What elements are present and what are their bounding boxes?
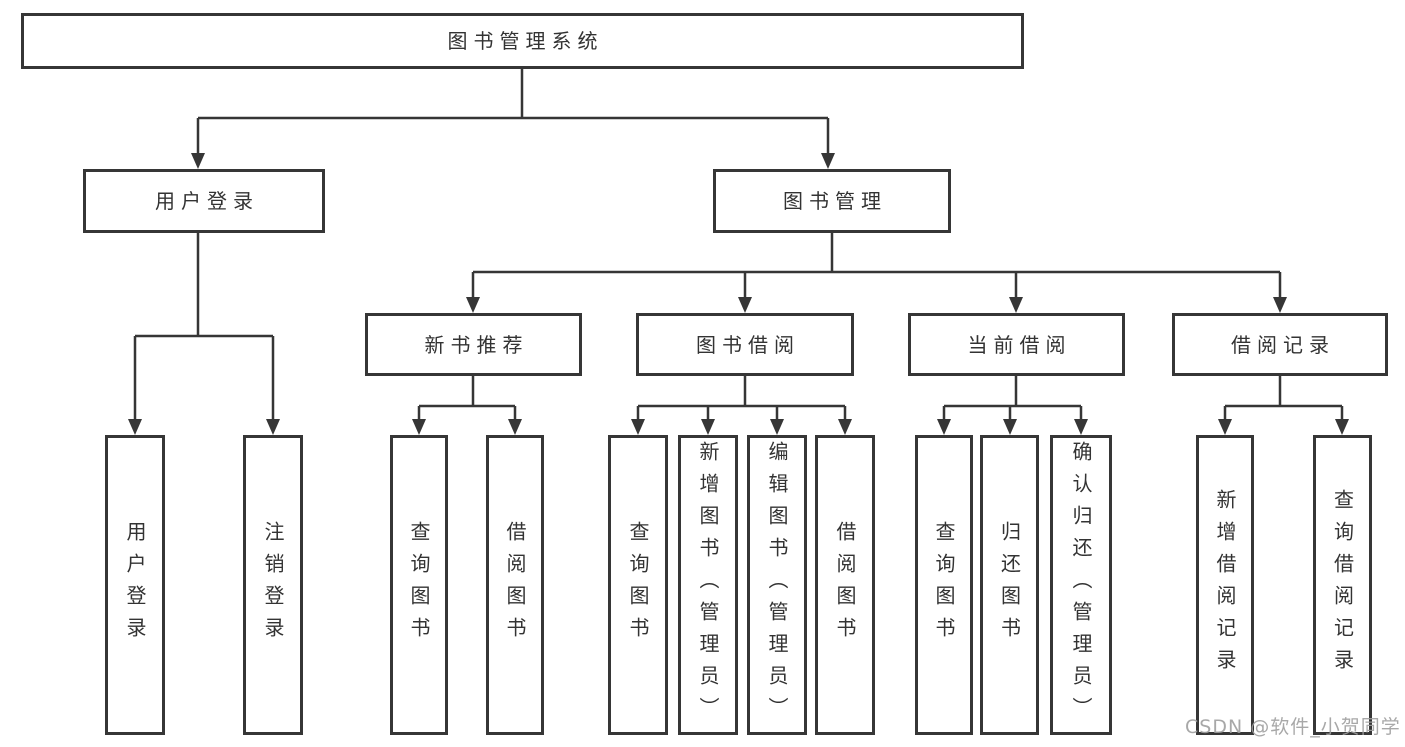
arrowheads-level3 <box>466 297 1287 313</box>
connector-user-login-to-leaves <box>133 233 275 423</box>
node-label: 编辑图书（管理员） <box>765 441 789 729</box>
node-label: 图书借阅 <box>696 332 800 357</box>
node-label: 借阅记录 <box>1231 332 1335 357</box>
connector-records-to-leaves <box>1223 376 1344 423</box>
leaf-return-books: 归还图书 <box>980 435 1039 735</box>
node-label: 图书管理系统 <box>447 29 604 53</box>
node-current-borrowing: 当前借阅 <box>908 313 1125 376</box>
arrowheads-current-leaves <box>937 419 1088 435</box>
arrowheads-user-login-leaves <box>128 419 280 435</box>
node-label: 图书管理 <box>783 189 887 213</box>
csdn-watermark: CSDN @软件_小贺同学 <box>1185 716 1401 738</box>
node-label: 查询借阅记录 <box>1330 489 1355 681</box>
leaf-add-book-admin: 新增图书（管理员） <box>678 435 738 735</box>
leaf-query-books-recommend: 查询图书 <box>390 435 448 735</box>
node-label: 用户登录 <box>155 189 259 213</box>
connector-root-to-level2 <box>196 69 830 157</box>
node-label: 查询图书 <box>407 521 431 649</box>
node-label: 注销登录 <box>261 521 285 649</box>
connector-recommend-to-leaves <box>417 376 517 423</box>
leaf-user-login: 用户登录 <box>105 435 165 735</box>
connector-current-to-leaves <box>942 376 1083 423</box>
arrowheads-borrow-leaves <box>631 419 852 435</box>
node-label: 查询图书 <box>626 521 650 649</box>
node-label: 当前借阅 <box>967 332 1072 357</box>
leaf-confirm-return-admin: 确认归还（管理员） <box>1050 435 1112 735</box>
leaf-query-borrow-record: 查询借阅记录 <box>1313 435 1372 735</box>
node-borrowing-records: 借阅记录 <box>1172 313 1388 376</box>
arrowheads-records-leaves <box>1218 419 1349 435</box>
node-book-management: 图书管理 <box>713 169 951 233</box>
leaf-borrow-books-borrowing: 借阅图书 <box>815 435 875 735</box>
leaf-edit-book-admin: 编辑图书（管理员） <box>747 435 807 735</box>
connector-borrow-to-leaves <box>636 376 847 423</box>
leaf-add-borrow-record: 新增借阅记录 <box>1196 435 1254 735</box>
node-label: 确认归还（管理员） <box>1069 441 1093 729</box>
connector-book-mgmt-to-level3 <box>471 233 1282 301</box>
node-label: 新增借阅记录 <box>1213 489 1237 681</box>
node-label: 归还图书 <box>997 521 1022 649</box>
node-label: 用户登录 <box>123 521 147 649</box>
node-label: 借阅图书 <box>503 521 527 649</box>
node-label: 新增图书（管理员） <box>696 441 720 729</box>
arrowheads-level2 <box>191 153 835 169</box>
leaf-query-books-borrowing: 查询图书 <box>608 435 668 735</box>
node-label: 新书推荐 <box>424 332 529 357</box>
node-user-login: 用户登录 <box>83 169 325 233</box>
node-new-book-recommendation: 新书推荐 <box>365 313 582 376</box>
node-library-management-system: 图书管理系统 <box>21 13 1024 69</box>
arrowheads-recommend-leaves <box>412 419 522 435</box>
node-label: 查询图书 <box>932 521 956 649</box>
leaf-borrow-books-recommend: 借阅图书 <box>486 435 544 735</box>
node-book-borrowing: 图书借阅 <box>636 313 854 376</box>
leaf-logout: 注销登录 <box>243 435 303 735</box>
leaf-query-books-current: 查询图书 <box>915 435 973 735</box>
node-label: 借阅图书 <box>833 521 857 649</box>
